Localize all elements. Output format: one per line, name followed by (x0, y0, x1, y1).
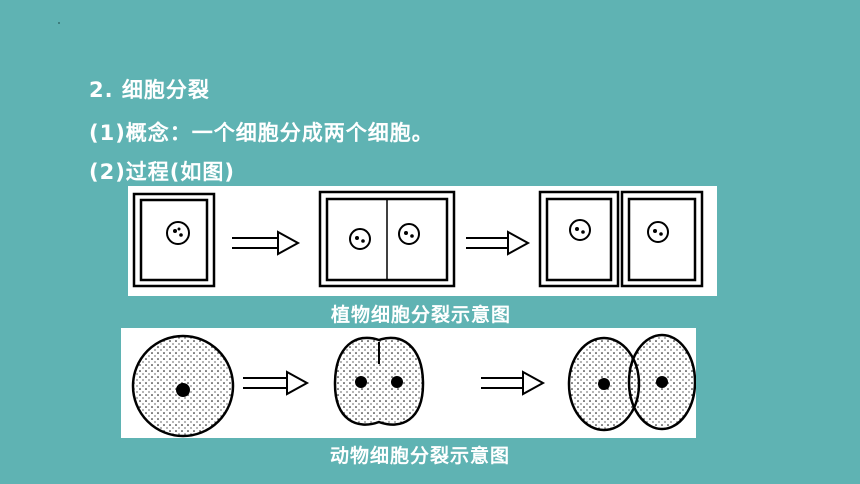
plant-cell-stage-1 (132, 192, 216, 288)
plant-division-diagram (128, 186, 717, 296)
decor-dot (58, 22, 60, 24)
plant-caption: 植物细胞分裂示意图 (331, 304, 512, 326)
process-text: (2)过程(如图) (89, 160, 236, 184)
animal-caption: 动物细胞分裂示意图 (330, 445, 511, 467)
plant-cell-stage-2 (318, 190, 456, 288)
plant-cell-stage-3 (538, 190, 704, 288)
animal-division-diagram (121, 328, 696, 438)
concept-text: (1)概念：一个细胞分成两个细胞。 (89, 121, 434, 145)
plant-arrow-1 (232, 230, 301, 256)
animal-division-svg (131, 333, 696, 438)
section-heading: 2. 细胞分裂 (89, 78, 210, 102)
animal-cell-stage-1 (131, 334, 235, 438)
animal-cell-stage-3 (567, 333, 696, 432)
animal-arrow-2 (481, 370, 546, 396)
animal-arrow-1 (243, 370, 310, 396)
animal-cell-stage-2 (333, 336, 425, 426)
plant-division-svg (132, 190, 704, 288)
plant-arrow-2 (466, 230, 531, 256)
